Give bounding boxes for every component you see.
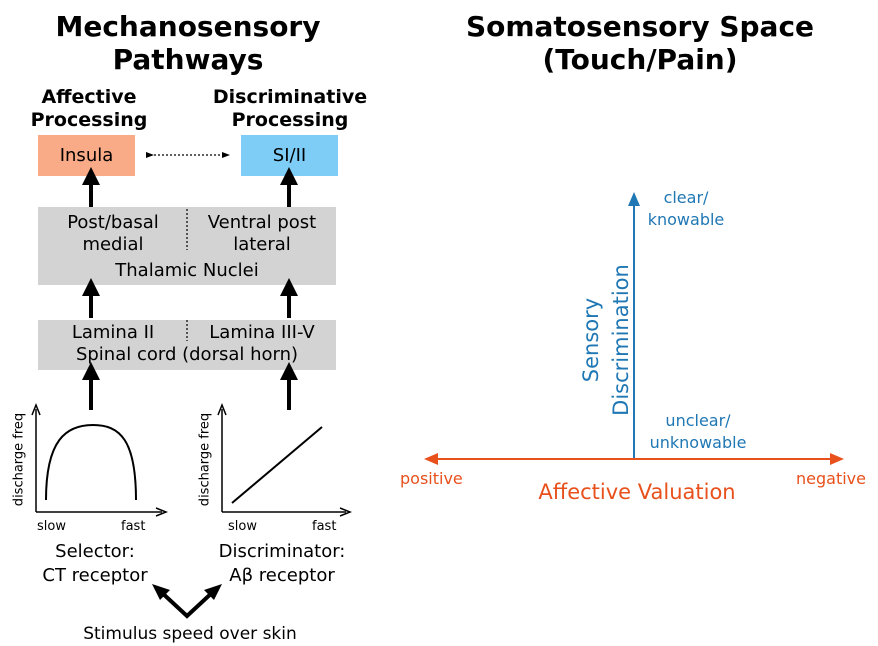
selector-curve [45, 423, 137, 501]
left-title-line2: Pathways [112, 43, 264, 76]
discriminator-line [231, 426, 323, 504]
discriminator-name: Discriminator: Aβ receptor [198, 540, 366, 588]
selector-ylabel: discharge freq [11, 412, 27, 507]
arrow-up-icon [82, 167, 298, 410]
x-right-label: negative [796, 469, 866, 488]
discriminative-heading-line2: Processing [231, 109, 349, 131]
left-title-line1: Mechanosensory [55, 10, 321, 43]
selector-name: Selector: CT receptor [20, 540, 170, 588]
spinal-cord-label: Spinal cord (dorsal horn) [75, 344, 299, 365]
lamina-ii-label: Lamina II [71, 322, 155, 343]
selector-xmax: fast [121, 519, 146, 534]
y-top-label: clear/ knowable [636, 187, 736, 231]
discriminator-plot [217, 402, 353, 517]
y-top-line1: clear/ [663, 188, 709, 207]
y-bottom-line2: unknowable [649, 433, 747, 452]
x-axis-label: Affective Valuation [538, 480, 736, 504]
discriminator-name-line1: Discriminator: [218, 541, 346, 562]
y-axis-label: Sensory Discrimination [576, 230, 636, 450]
y-axis-label-line2: Discrimination [609, 264, 633, 416]
right-title-line1: Somatosensory Space [465, 10, 815, 43]
selector-plot [31, 402, 169, 517]
y-top-line2: knowable [647, 210, 725, 229]
discriminative-heading: Discriminative Processing [205, 86, 375, 132]
discriminator-xmax: fast [312, 519, 337, 534]
lamina-iii-v-label: Lamina III-V [209, 322, 315, 343]
right-title: Somatosensory Space (Touch/Pain) [445, 10, 835, 76]
v-arrow-icon [152, 584, 222, 619]
thalamus-left-label: Post/basal medial [38, 212, 188, 256]
right-title-line2: (Touch/Pain) [542, 43, 738, 76]
discriminator-xmin: slow [228, 519, 257, 534]
x-left-label: positive [400, 469, 463, 488]
y-bottom-line1: unclear/ [665, 411, 731, 430]
affective-heading-line1: Affective [41, 86, 137, 108]
si-ii-label: SI/II [272, 145, 307, 166]
thalamus-left-line1: Post/basal [67, 212, 159, 233]
discriminative-heading-line1: Discriminative [212, 86, 368, 108]
left-title: Mechanosensory Pathways [28, 10, 348, 76]
stimulus-label: Stimulus speed over skin [83, 624, 297, 644]
affective-heading-line2: Processing [30, 109, 148, 131]
insula-box [38, 135, 135, 176]
somatosensory-axes [424, 192, 844, 465]
selector-xmin: slow [37, 519, 66, 534]
thalamic-nuclei-label: Thalamic Nuclei [115, 260, 259, 281]
thalamus-right-line2: lateral [233, 234, 291, 255]
thalamus-right-line1: Ventral post [207, 212, 317, 233]
y-axis-label-line1: Sensory [579, 297, 603, 383]
selector-name-line1: Selector: [55, 541, 135, 562]
thalamus-right-label: Ventral post lateral [188, 212, 336, 256]
insula-label: Insula [59, 145, 114, 166]
selector-name-line2: CT receptor [42, 565, 148, 586]
discriminator-name-line2: Aβ receptor [229, 565, 335, 586]
affective-heading: Affective Processing [10, 86, 168, 132]
y-bottom-label: unclear/ unknowable [638, 410, 758, 454]
discriminator-ylabel: discharge freq [197, 412, 213, 507]
thalamus-left-line2: medial [82, 234, 144, 255]
